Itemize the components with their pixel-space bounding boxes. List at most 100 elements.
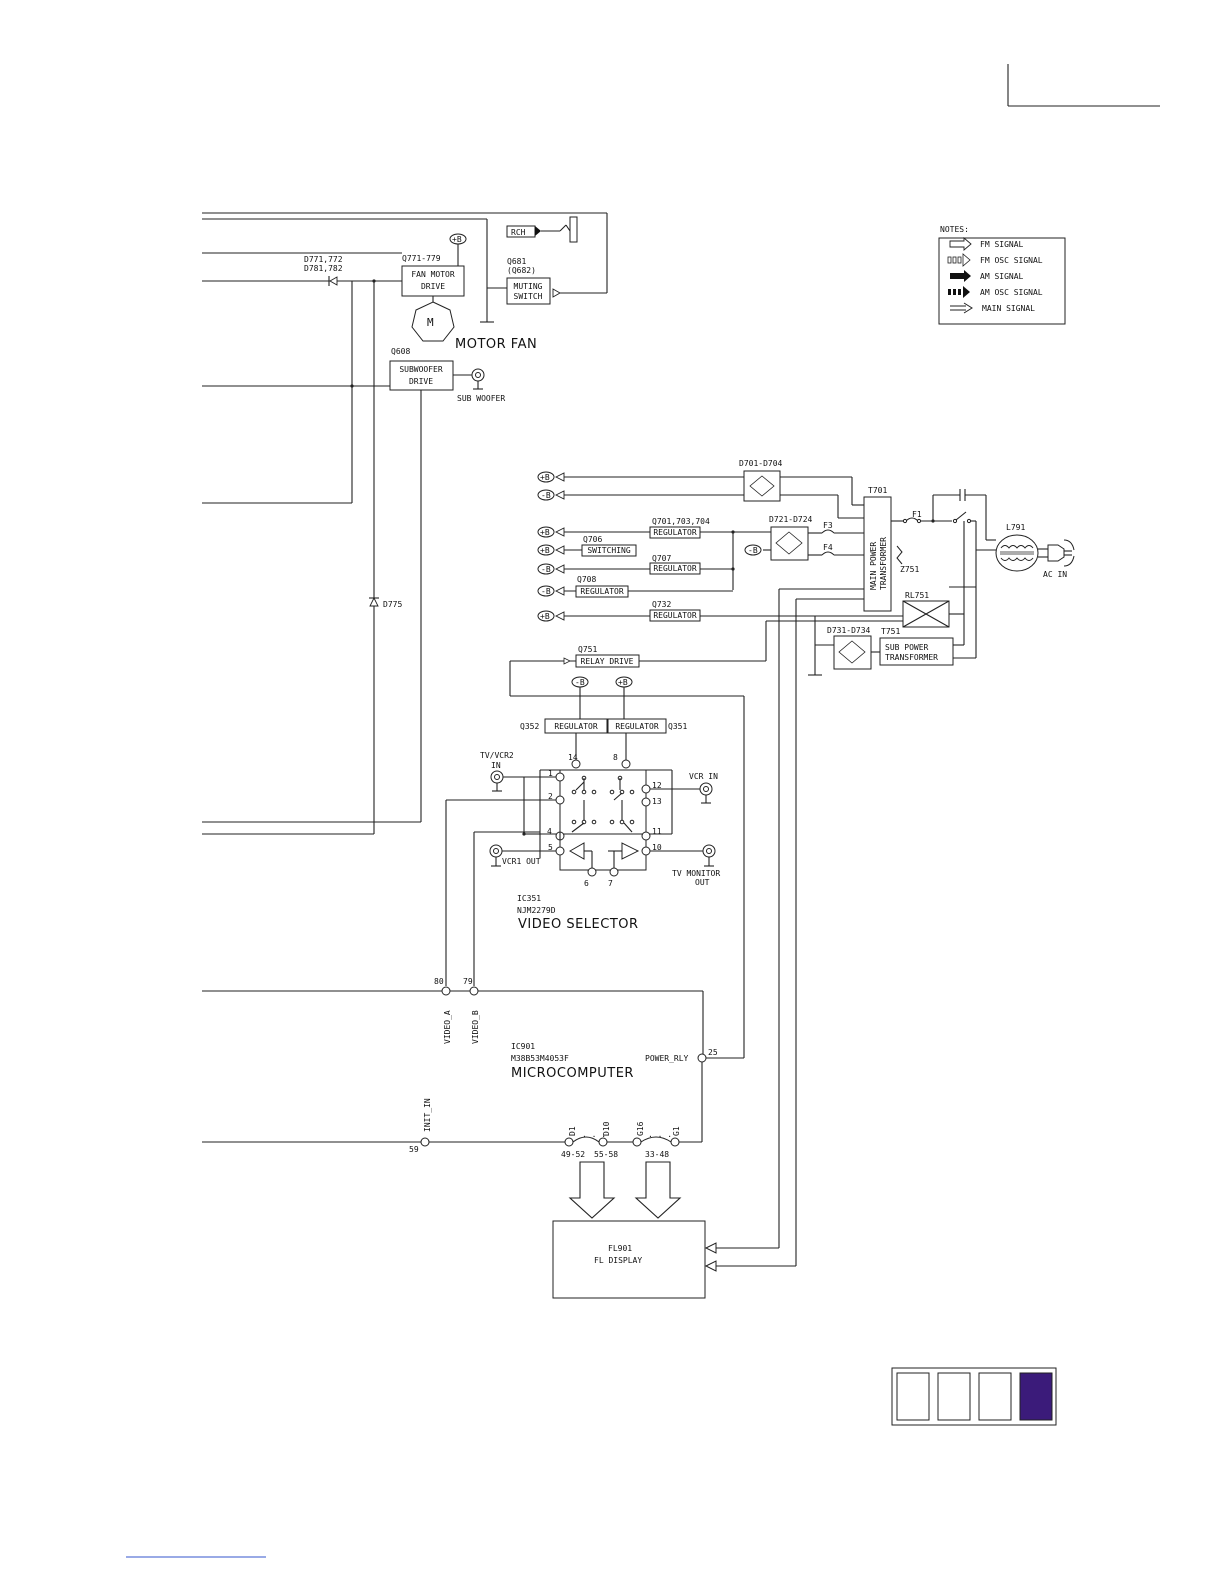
q732-label: Q732 <box>652 600 671 609</box>
regulator-q701-label: REGULATOR <box>653 528 697 537</box>
legend-label-am-osc: AM OSC SIGNAL <box>980 288 1043 297</box>
pin-12: 12 <box>652 781 662 790</box>
switching-q706 <box>581 544 637 557</box>
dashed-solid-arrow-icon <box>948 286 970 298</box>
video-b-label: VIDEO_B <box>471 1010 480 1044</box>
motor-symbol: M <box>427 316 434 329</box>
sub-woofer-label: SUB WOOFER <box>457 394 505 403</box>
legend-label-main-signal: MAIN SIGNAL <box>982 304 1035 313</box>
pin-25: 25 <box>708 1048 718 1057</box>
line-filter-icon <box>995 534 1039 572</box>
video-neg-rail: -B <box>575 678 585 687</box>
range-55-58: 55-58 <box>594 1150 618 1159</box>
pin-5: 5 <box>548 843 553 852</box>
relay-drive-label: RELAY DRIVE <box>581 657 634 666</box>
vcr-in-label: VCR IN <box>689 772 718 781</box>
pin-4: 4 <box>547 827 552 836</box>
q351-label: Q351 <box>668 722 687 731</box>
dots-1: . . . <box>582 1130 606 1139</box>
regulator-q707-label: REGULATOR <box>653 564 697 573</box>
ic901-ref: IC901 <box>511 1042 535 1051</box>
g16-label: G16 <box>636 1121 645 1136</box>
legend-label-fm-osc: FM OSC SIGNAL <box>980 256 1043 265</box>
legend-label-am-signal: AM SIGNAL <box>980 272 1024 281</box>
pin-59: 59 <box>409 1145 419 1154</box>
d721-label: D721-D724 <box>769 515 813 524</box>
outline-arrow-icon <box>949 237 972 251</box>
video-pos-rail: +B <box>618 678 628 687</box>
fan-section: RCH +B D771,772 D781,782 Q771-779 FAN MO… <box>202 212 608 835</box>
pin-10: 10 <box>652 843 662 852</box>
q701-label: Q701,703,704 <box>652 517 710 526</box>
ic351-ref: IC351 <box>517 894 541 903</box>
subwoofer-drive-line1: SUBWOOFER <box>399 365 443 374</box>
q751-label: Q751 <box>578 645 597 654</box>
ic351-pins: 14 8 1 12 2 13 4 11 5 10 6 7 <box>547 753 662 888</box>
pin-7: 7 <box>608 879 613 888</box>
rail-7: +B <box>540 612 550 621</box>
main-tr-line1: MAIN POWER <box>869 542 878 590</box>
f1-label: F1 <box>912 510 922 519</box>
pin-79: 79 <box>463 977 473 986</box>
range-33-48: 33-48 <box>645 1150 669 1159</box>
page-box-4-active <box>1019 1372 1053 1421</box>
l791-label: L791 <box>1006 523 1025 532</box>
q682-label: (Q682) <box>507 266 536 275</box>
notes-title: NOTES: <box>940 225 969 234</box>
fl-display-box <box>552 1220 706 1299</box>
ic351-part: NJM2279D <box>517 906 556 915</box>
video-selector-title: VIDEO SELECTOR <box>518 917 639 932</box>
d701-label: D701-D704 <box>739 459 783 468</box>
regulator-q732-label: REGULATOR <box>653 611 697 620</box>
t751-label: T751 <box>881 627 900 636</box>
z751-label: Z751 <box>900 565 919 574</box>
rail-symbols: +B -B +B +B -B -B +B <box>537 471 555 622</box>
g1-label: G1 <box>672 1126 681 1136</box>
regulator-q352-label: REGULATOR <box>554 722 598 731</box>
vplus-fan: +B <box>452 235 462 244</box>
pin-8: 8 <box>613 753 618 762</box>
q352-label: Q352 <box>520 722 539 731</box>
double-line-arrow-icon <box>950 302 973 314</box>
d731-label: D731-D734 <box>827 626 871 635</box>
d1-label: D1 <box>568 1126 577 1136</box>
fl901-ref: FL901 <box>608 1244 632 1253</box>
ic901-part: M38B53M4053F <box>511 1054 569 1063</box>
q707-label: Q707 <box>652 554 671 563</box>
notes-legend: NOTES: FM SIGNAL FM OSC SIGNAL AM SIGNAL… <box>938 225 1066 325</box>
microcomputer-section: 80 79 VIDEO_A VIDEO_B IC901 M38B53M4053F… <box>202 977 718 1219</box>
muting-switch-box <box>506 277 551 305</box>
fl-display-label: FL DISPLAY <box>594 1256 642 1265</box>
regulator-q708-label: REGULATOR <box>580 587 624 596</box>
sub-tr-line2: TRANSFORMER <box>885 653 938 662</box>
rail-3: +B <box>540 528 550 537</box>
subwoofer-drive-line2: DRIVE <box>409 377 433 386</box>
legend-label-fm-signal: FM SIGNAL <box>980 240 1024 249</box>
regulator-q351-label: REGULATOR <box>615 722 659 731</box>
rail-5: -B <box>541 565 551 574</box>
power-rly-label: POWER_RLY <box>645 1054 689 1063</box>
sub-power-transformer <box>879 637 954 666</box>
sub-tr-line1: SUB POWER <box>885 643 929 652</box>
q608-label: Q608 <box>391 347 410 356</box>
dots-2: . . . <box>648 1130 672 1139</box>
power-section: +B -B +B +B -B -B +B D701-D704 Q701,703,… <box>509 459 1075 1266</box>
neg-rail-bridge: -B <box>748 546 758 555</box>
muting-line2: SWITCH <box>514 292 543 301</box>
rch-label: RCH <box>511 228 526 237</box>
dashed-outline-arrow-icon <box>947 253 971 267</box>
tv-vcr2-jack-icon <box>490 770 504 792</box>
pin-14: 14 <box>568 753 578 762</box>
switching-label: SWITCHING <box>587 546 631 555</box>
pin-11: 11 <box>652 827 662 836</box>
vcr-in-jack-icon <box>699 782 713 804</box>
d781-label: D781,782 <box>304 264 343 273</box>
page-box-1 <box>896 1372 930 1421</box>
video-selector-section: -B +B Q352 REGULATOR REGULATOR Q351 14 8… <box>445 676 720 986</box>
q681-label: Q681 <box>507 257 526 266</box>
rail-6: -B <box>541 587 551 596</box>
pin-13: 13 <box>652 797 662 806</box>
init-in-label: INIT_IN <box>423 1098 432 1132</box>
sub-woofer-jack-icon <box>471 368 485 390</box>
